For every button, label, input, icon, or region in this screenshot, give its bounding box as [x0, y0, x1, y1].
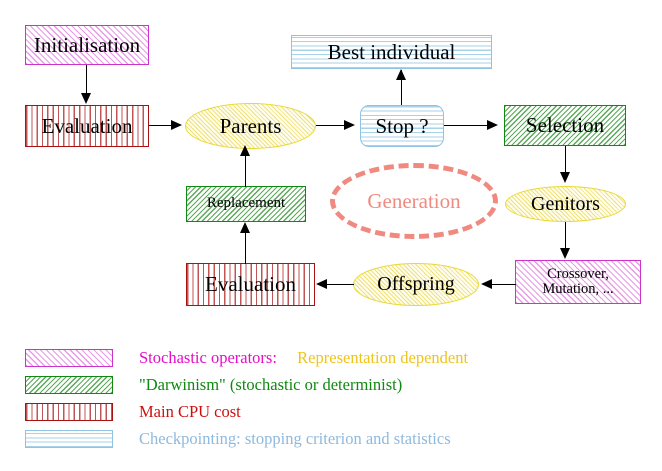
node-initialisation[interactable]: Initialisation: [25, 25, 149, 65]
arrow-stop-to-selection: [444, 125, 488, 127]
node-parents[interactable]: Parents: [185, 103, 316, 149]
arrowhead-initialisation-to-evaluation: [81, 93, 91, 104]
arrow-genitors-to-crossover: [565, 222, 567, 250]
node-stop[interactable]: Stop ?: [360, 105, 444, 147]
legend-label-darwinism: "Darwinism" (stochastic or determinist): [139, 375, 403, 394]
node-best-individual[interactable]: Best individual: [291, 35, 492, 69]
arrowhead-parents-to-stop: [344, 120, 355, 130]
arrowhead-genitors-to-crossover: [560, 248, 570, 259]
arrow-crossover-to-offspring: [487, 284, 516, 286]
node-crossover-mutation[interactable]: Crossover, Mutation, ...: [515, 260, 641, 304]
legend-row-stochastic-operators: Stochastic operators: Representation dep…: [25, 348, 468, 368]
arrow-selection-to-genitors: [565, 146, 567, 174]
node-replacement[interactable]: Replacement: [186, 186, 306, 222]
arrow-evaluation-to-replacement: [245, 224, 247, 264]
arrow-parents-to-stop: [316, 125, 346, 127]
arrowhead-selection-to-genitors: [560, 172, 570, 183]
annotation-generation: Generation: [330, 163, 498, 239]
arrowhead-replacement-to-parents: [240, 145, 250, 156]
legend-row-checkpointing: Checkpointing: stopping criterion and st…: [25, 429, 451, 449]
arrowhead-crossover-to-offspring: [481, 279, 492, 289]
arrowhead-evaluation-to-parents: [171, 120, 182, 130]
legend-swatch-magenta-diagonal-hatch-icon: [25, 349, 113, 367]
legend-label-representation-dependent: Representation dependent: [297, 348, 469, 367]
arrowhead-stop-to-selection: [487, 120, 498, 130]
legend-label-stochastic-operators: Stochastic operators:: [139, 348, 277, 367]
node-evaluation-bottom[interactable]: Evaluation: [186, 263, 315, 306]
node-genitors[interactable]: Genitors: [505, 186, 626, 222]
arrow-offspring-to-evaluation: [323, 284, 354, 286]
legend-label-checkpointing: Checkpointing: stopping criterion and st…: [139, 429, 451, 448]
legend-swatch-green-diagonal-hatch-icon: [25, 376, 113, 394]
arrowhead-stop-to-best-individual: [396, 69, 406, 80]
arrow-evaluation-to-parents: [149, 125, 175, 127]
legend-swatch-red-vertical-hatch-icon: [25, 403, 113, 421]
arrow-initialisation-to-evaluation: [86, 65, 88, 96]
arrowhead-evaluation-to-replacement: [240, 222, 250, 233]
legend-swatch-blue-horizontal-hatch-icon: [25, 430, 113, 448]
legend-label-main-cpu-cost: Main CPU cost: [139, 402, 241, 421]
arrow-stop-to-best-individual: [401, 70, 403, 105]
arrowhead-offspring-to-evaluation: [316, 279, 327, 289]
node-evaluation-top[interactable]: Evaluation: [25, 105, 149, 147]
legend-row-main-cpu-cost: Main CPU cost: [25, 402, 241, 422]
node-offspring[interactable]: Offspring: [353, 263, 479, 306]
legend-row-darwinism: "Darwinism" (stochastic or determinist): [25, 375, 402, 395]
node-selection[interactable]: Selection: [504, 105, 626, 146]
arrow-replacement-to-parents: [245, 152, 247, 187]
